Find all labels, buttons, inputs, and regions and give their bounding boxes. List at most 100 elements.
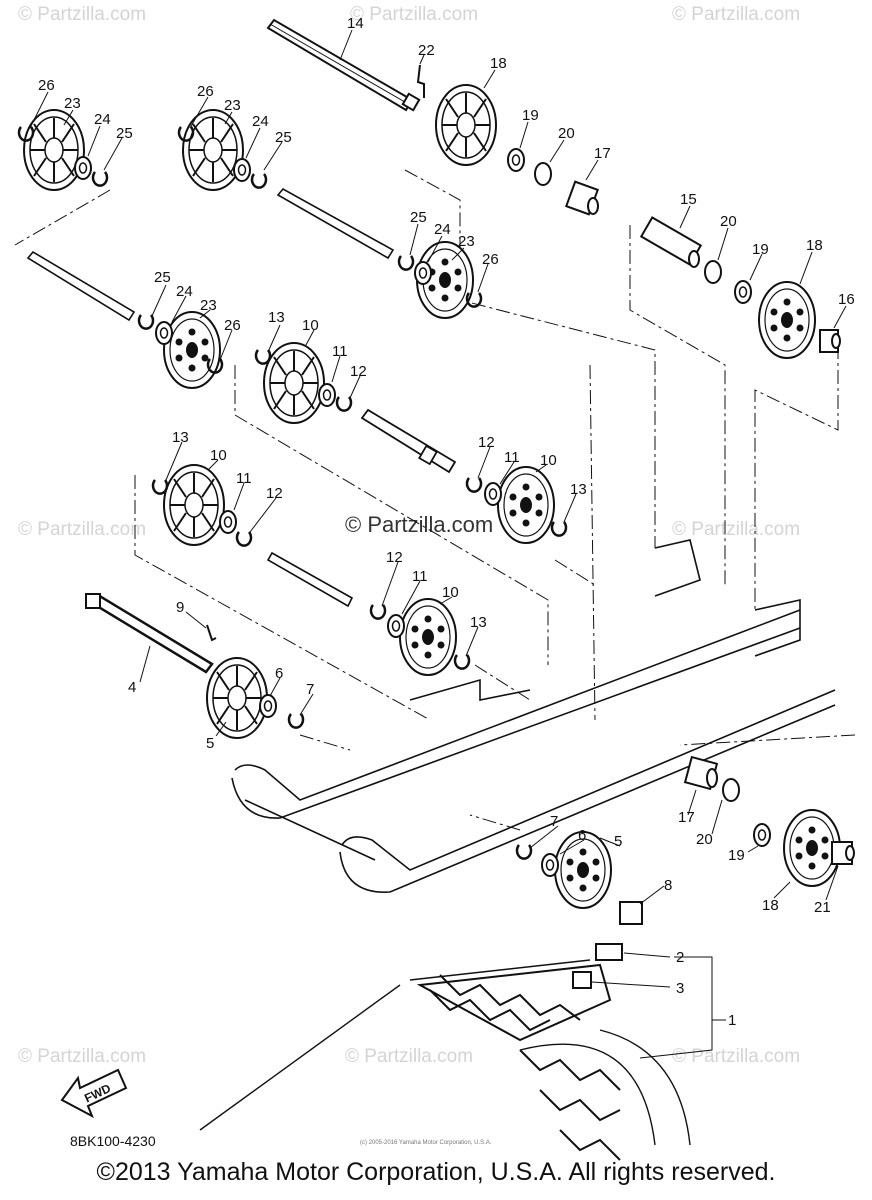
svg-text:24: 24 [434,221,451,238]
svg-text:© Partzilla.com: © Partzilla.com [18,4,146,25]
svg-text:© Partzilla.com: © Partzilla.com [672,4,800,25]
cotter-pin-22 [416,64,425,98]
svg-text:20: 20 [558,125,575,142]
collar-17-lower [683,755,719,791]
copyright-footer: ©2013 Yamaha Motor Corporation, U.S.A. A… [96,1158,776,1186]
svg-text:© Partzilla.com: © Partzilla.com [18,1046,146,1067]
svg-text:24: 24 [252,113,269,130]
svg-text:26: 26 [197,83,214,100]
svg-text:23: 23 [458,233,475,250]
shaft-lower [266,551,354,608]
svg-text:19: 19 [522,107,539,124]
rings-20 [534,162,740,802]
watermarks: © Partzilla.com © Partzilla.com © Partzi… [18,4,800,1067]
svg-text:2: 2 [676,949,684,966]
svg-text:3: 3 [676,980,684,997]
collar-15 [639,216,703,268]
svg-text:23: 23 [200,297,217,314]
svg-text:20: 20 [696,831,713,848]
svg-text:7: 7 [550,813,558,830]
svg-text:10: 10 [442,584,459,601]
svg-text:25: 25 [410,209,427,226]
svg-text:9: 9 [176,599,184,616]
svg-text:6: 6 [578,827,586,844]
svg-text:24: 24 [94,111,111,128]
collar-16 [819,329,841,353]
svg-text:25: 25 [154,269,171,286]
small-print: (c) 2005-2016 Yamaha Motor Corporation, … [360,1140,492,1146]
svg-text:© Partzilla.com: © Partzilla.com [18,519,146,540]
svg-text:16: 16 [838,291,855,308]
svg-text:17: 17 [594,145,611,162]
svg-text:22: 22 [418,42,435,59]
svg-text:17: 17 [678,809,695,826]
svg-text:10: 10 [302,317,319,334]
wheel-10-d [399,598,457,676]
svg-text:25: 25 [275,129,292,146]
svg-text:12: 12 [478,434,495,451]
shaft-left [26,250,136,322]
svg-text:20: 20 [720,213,737,230]
pins [206,64,425,642]
nut-21 [831,841,855,865]
svg-text:13: 13 [268,309,285,326]
idler-wheel-23-d [163,311,221,389]
svg-text:10: 10 [540,452,557,469]
callout-leaders [29,29,847,1059]
svg-text:11: 11 [504,449,520,466]
svg-text:15: 15 [680,191,697,208]
clips [17,125,568,860]
svg-text:© Partzilla.com: © Partzilla.com [672,519,800,540]
svg-text:5: 5 [614,833,622,850]
svg-text:25: 25 [116,125,133,142]
svg-text:4: 4 [128,679,136,696]
svg-text:21: 21 [814,899,831,916]
svg-text:19: 19 [752,241,769,258]
svg-text:18: 18 [490,55,507,72]
shaft-upper [276,187,395,260]
wheel-5-a [206,657,268,739]
svg-text:1: 1 [728,1012,736,1029]
svg-text:12: 12 [386,549,403,566]
svg-text:© Partzilla.com: © Partzilla.com [350,4,478,25]
svg-text:11: 11 [236,470,252,487]
shaft-14 [266,18,421,112]
svg-text:8: 8 [664,877,672,894]
shaft-4 [85,593,214,674]
svg-text:26: 26 [482,251,499,268]
svg-text:24: 24 [176,283,193,300]
svg-text:13: 13 [470,614,487,631]
svg-text:12: 12 [266,485,283,502]
svg-text:10: 10 [210,447,227,464]
svg-text:19: 19 [728,847,745,864]
svg-text:26: 26 [38,77,55,94]
svg-text:© Partzilla.com: © Partzilla.com [672,1046,800,1067]
center-watermark: © Partzilla.com [345,512,493,537]
svg-text:23: 23 [64,95,81,112]
svg-text:13: 13 [172,429,189,446]
wheel-10-b [163,464,225,546]
collar-17-top [564,180,600,216]
svg-text:11: 11 [412,568,428,585]
svg-text:26: 26 [224,317,241,334]
shaft-mid [360,408,457,474]
idler-wheel-18-right [758,281,816,359]
idler-wheel-23-b [182,109,244,191]
wheel-10-a [263,342,325,424]
slide-rail [231,539,836,893]
fwd-arrow-icon: FWD [60,1068,128,1119]
svg-text:© Partzilla.com: © Partzilla.com [345,1046,473,1067]
nut-8 [619,901,643,925]
track-belt [199,943,691,1161]
svg-text:14: 14 [347,15,364,32]
svg-text:11: 11 [332,343,348,360]
svg-text:23: 23 [224,97,241,114]
svg-text:6: 6 [275,665,283,682]
svg-text:5: 5 [206,735,214,752]
cotter-pin-9 [206,624,217,642]
wheel-10-c [497,466,555,544]
svg-text:18: 18 [762,897,779,914]
svg-text:12: 12 [350,363,367,380]
svg-text:7: 7 [306,681,314,698]
